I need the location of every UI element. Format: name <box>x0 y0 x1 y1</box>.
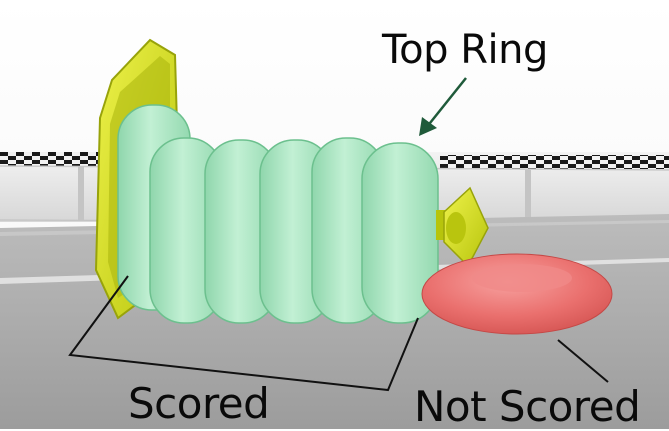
not-scored-ring <box>421 253 613 335</box>
top-ring-label: Top Ring <box>382 27 548 73</box>
scored-ring-stack <box>117 104 439 324</box>
scored-bracket-line <box>68 275 419 392</box>
checkered-strip-left <box>0 152 105 166</box>
checkered-strip-right <box>440 155 669 169</box>
not-scored-label: Not Scored <box>414 382 641 431</box>
not-scored-pointer-line <box>557 339 609 383</box>
goal-post-cap <box>436 186 489 268</box>
scored-label: Scored <box>128 379 270 428</box>
top-ring-arrow <box>419 77 467 136</box>
